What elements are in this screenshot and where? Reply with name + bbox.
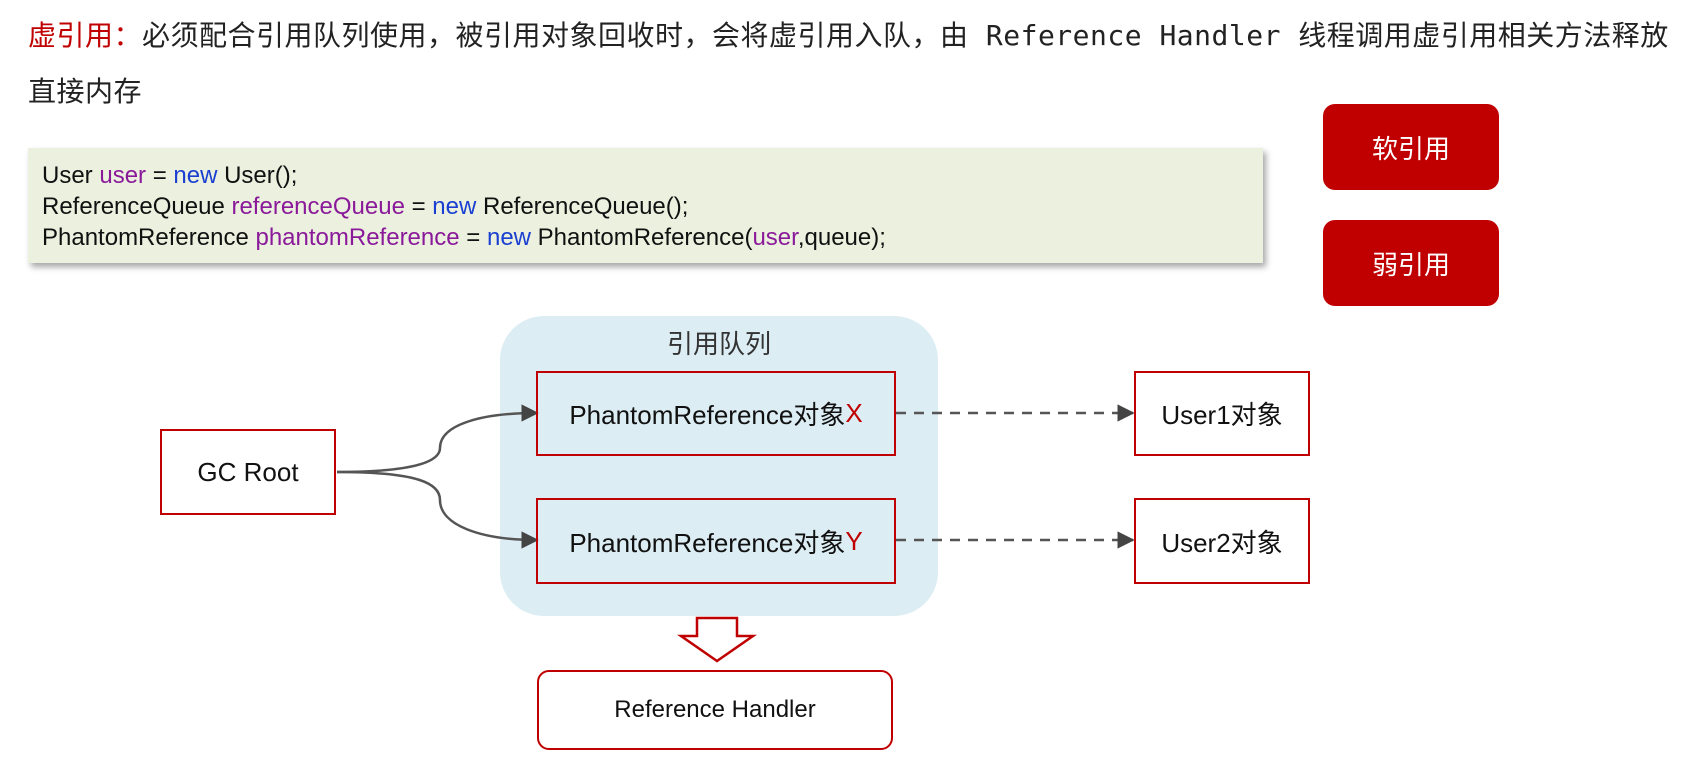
reference-queue-title: 引用队列	[666, 330, 771, 360]
code-line-3: PhantomReference phantomReference = new …	[42, 222, 1249, 253]
code-variable: user	[99, 162, 147, 189]
code-keyword: new	[173, 162, 218, 189]
weak-reference-button[interactable]: 弱引用	[1323, 220, 1499, 306]
gc-root-node: GC Root	[160, 429, 336, 515]
reference-handler-node: Reference Handler	[537, 670, 893, 750]
code-expression: ,queue);	[797, 224, 886, 251]
phantom-y-mark: Y	[845, 525, 863, 556]
phantom-x-mark: X	[845, 398, 863, 428]
code-line-1: User user = new User();	[42, 160, 1249, 191]
code-keyword: new	[432, 193, 477, 220]
phantom-x-label: PhantomReference对象	[569, 400, 846, 430]
code-expression: PhantomReference(	[531, 224, 753, 251]
code-expression: ReferenceQueue();	[476, 193, 689, 220]
code-expression: User();	[217, 162, 298, 189]
user2-object-node: User2对象	[1134, 498, 1310, 584]
reference-queue-container	[500, 316, 938, 616]
description-text: 必须配合引用队列使用，被引用对象回收时，会将虚引用入队，由 Reference …	[28, 19, 1669, 108]
soft-reference-button[interactable]: 软引用	[1323, 104, 1499, 190]
code-operator: =	[459, 224, 487, 251]
code-block: User user = new User(); ReferenceQueue r…	[28, 148, 1263, 263]
gc-root-to-x-arrow	[336, 404, 539, 474]
phantom-y-label: PhantomReference对象	[569, 527, 846, 558]
code-operator: =	[404, 193, 433, 220]
code-variable: referenceQueue	[231, 193, 405, 220]
description: 虚引用：必须配合引用队列使用，被引用对象回收时，会将虚引用入队，由 Refere…	[28, 8, 1688, 120]
code-variable: phantomReference	[255, 224, 460, 251]
code-line-2: ReferenceQueue referenceQueue = new Refe…	[42, 191, 1249, 222]
code-argument: user	[752, 224, 798, 251]
code-operator: =	[146, 162, 174, 189]
down-arrow-icon	[677, 616, 757, 663]
code-type: User	[42, 162, 93, 189]
user1-object-node: User1对象	[1134, 371, 1310, 456]
code-type: PhantomReference	[42, 224, 249, 251]
gc-root-to-y-arrow	[336, 470, 539, 549]
description-term: 虚引用：	[28, 19, 143, 52]
code-type: ReferenceQueue	[42, 193, 225, 220]
code-keyword: new	[486, 224, 531, 251]
